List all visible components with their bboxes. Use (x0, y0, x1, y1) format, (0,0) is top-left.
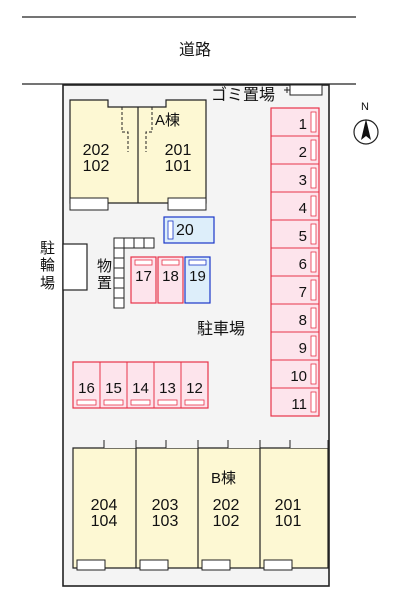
parking-spot-label: 1 (299, 116, 307, 133)
parking-spot-label: 3 (299, 172, 307, 189)
building-b-unit-lower-2: 103 (151, 513, 179, 530)
building-b-unit-lower-1: 104 (90, 513, 118, 530)
bicycle-parking (62, 243, 88, 291)
parking-spot-label: 2 (299, 144, 307, 161)
parking-spot-20-label: 20 (176, 222, 194, 239)
building-a-name: A棟 (155, 112, 181, 129)
building-b-unit-upper-4: 201 (274, 497, 302, 514)
parking-spot-13: 13 (153, 362, 178, 408)
north-label: N (361, 101, 369, 113)
parking-spot-label: 13 (159, 380, 176, 397)
storage-sheds (113, 237, 155, 309)
parking-spot-label: 18 (162, 268, 179, 285)
building-a-unit-upper-2: 201 (164, 142, 192, 159)
parking-spot-label: 7 (299, 284, 307, 301)
parking-right-group: 1 2 3 4 5 6 7 8 9 10 11 (270, 107, 320, 417)
parking-spot-1: 1 (299, 111, 317, 133)
parking-spot-label: 14 (132, 380, 149, 397)
parking-spot-label: 6 (299, 256, 307, 273)
building-a-unit-upper-1: 202 (82, 142, 110, 159)
building-a-unit-lower-2: 101 (164, 158, 192, 175)
garbage-station (289, 84, 323, 96)
parking-spot-14: 14 (126, 362, 151, 408)
storage-label: 物置 (97, 258, 113, 293)
parking-spot-label: 4 (299, 200, 307, 217)
building-a (69, 99, 207, 211)
parking-spot-label: 10 (290, 368, 307, 385)
parking-spot-5: 5 (271, 219, 319, 245)
parking-spot-label: 16 (78, 380, 95, 397)
parking-spot-7: 7 (271, 275, 319, 301)
parking-spot-16: 16 (76, 380, 97, 406)
bicycle-parking-label: 駐輪場 (40, 240, 56, 292)
garbage-label: ゴミ置場 (211, 87, 276, 104)
parking-spot-label: 17 (135, 268, 152, 285)
parking-spot-label: 19 (189, 268, 206, 285)
parking-spot-6: 6 (271, 247, 319, 273)
parking-spot-label: 9 (299, 340, 307, 357)
parking-spot-label: 5 (299, 228, 307, 245)
building-b-unit-lower-3: 102 (212, 513, 240, 530)
parking-spot-9: 9 (271, 331, 319, 357)
parking-spot-2: 2 (271, 135, 319, 161)
building-b-unit-lower-4: 101 (274, 513, 302, 530)
parking-spot-12: 12 (180, 362, 205, 408)
parking-spot-10: 10 (271, 359, 319, 385)
parking-spot-label: 11 (291, 396, 307, 413)
parking-spot-label: 15 (105, 380, 122, 397)
parking-middle-group: 17 18 19 (130, 256, 211, 304)
parking-spot-8: 8 (271, 303, 319, 329)
building-b-unit-upper-3: 202 (212, 497, 240, 514)
building-a-unit-lower-1: 102 (82, 158, 110, 175)
building-b-unit-upper-1: 204 (90, 497, 118, 514)
parking-spot-19: 19 (184, 256, 211, 304)
parking-spot-4: 4 (271, 191, 319, 217)
parking-spot-11: 11 (271, 387, 319, 413)
building-b-name: B棟 (211, 470, 237, 487)
road-label: 道路 (179, 42, 212, 59)
parking-spot-15: 15 (99, 362, 124, 408)
parking-bottom-group: 16 15 14 13 12 (72, 361, 209, 409)
parking-spot-17: 17 (130, 256, 157, 304)
parking-spot-label: 8 (299, 312, 307, 329)
building-b-unit-upper-2: 203 (151, 497, 179, 514)
parking-spot-3: 3 (271, 163, 319, 189)
parking-spot-18: 18 (157, 256, 184, 304)
parking-spot-20 (163, 216, 215, 244)
compass-icon (353, 119, 379, 145)
parking-spot-label: 12 (186, 380, 203, 397)
parking-area-label: 駐車場 (197, 321, 246, 338)
building-b (72, 440, 329, 571)
